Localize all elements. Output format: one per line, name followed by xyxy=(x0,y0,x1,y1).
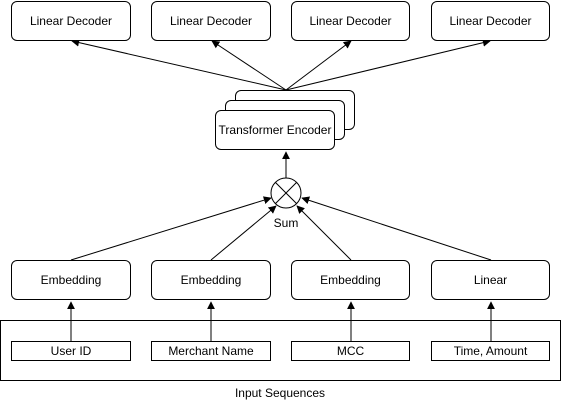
arrow-encoder-to-decoder4 xyxy=(285,38,491,91)
input-merchant-name-label: Merchant Name xyxy=(168,344,254,358)
arrow-linear-to-sum xyxy=(301,196,492,261)
arrow-encoder-to-decoder1 xyxy=(71,38,287,91)
embedding-1: Embedding xyxy=(11,260,131,300)
arrow-encoder-to-decoder3 xyxy=(285,40,352,91)
input-mcc: MCC xyxy=(291,341,410,361)
input-user-id: User ID xyxy=(11,341,131,361)
input-user-id-label: User ID xyxy=(50,344,92,358)
sum-node xyxy=(270,177,302,209)
input-merchant-name: Merchant Name xyxy=(151,341,271,361)
linear-projection: Linear xyxy=(431,260,550,300)
linear-decoder-2: Linear Decoder xyxy=(151,1,271,41)
embedding-3-label: Embedding xyxy=(320,273,381,287)
linear-decoder-3: Linear Decoder xyxy=(291,1,410,41)
arrow-encoder-to-decoder2 xyxy=(211,40,287,91)
transformer-encoder-label: Transformer Encoder xyxy=(218,123,332,137)
linear-decoder-1: Linear Decoder xyxy=(11,1,131,41)
linear-projection-label: Linear xyxy=(473,273,508,287)
sum-label: Sum xyxy=(273,216,299,230)
embedding-3: Embedding xyxy=(291,260,410,300)
input-time-amount-label: Time, Amount xyxy=(453,344,528,358)
linear-decoder-4-label: Linear Decoder xyxy=(449,14,532,28)
arrow-embedding2-to-sum xyxy=(210,205,277,261)
arrow-embedding1-to-sum xyxy=(70,196,272,261)
transformer-encoder: Transformer Encoder xyxy=(215,110,335,150)
embedding-2-label: Embedding xyxy=(180,273,242,287)
linear-decoder-2-label: Linear Decoder xyxy=(169,14,253,28)
embedding-2: Embedding xyxy=(151,260,271,300)
linear-decoder-1-label: Linear Decoder xyxy=(29,14,113,28)
arrow-embedding3-to-sum xyxy=(296,205,352,261)
embedding-1-label: Embedding xyxy=(40,273,102,287)
linear-decoder-3-label: Linear Decoder xyxy=(309,14,392,28)
input-mcc-label: MCC xyxy=(336,344,365,358)
input-time-amount: Time, Amount xyxy=(431,341,550,361)
input-sequences-label: Input Sequences xyxy=(234,386,326,400)
linear-decoder-4: Linear Decoder xyxy=(431,1,550,41)
